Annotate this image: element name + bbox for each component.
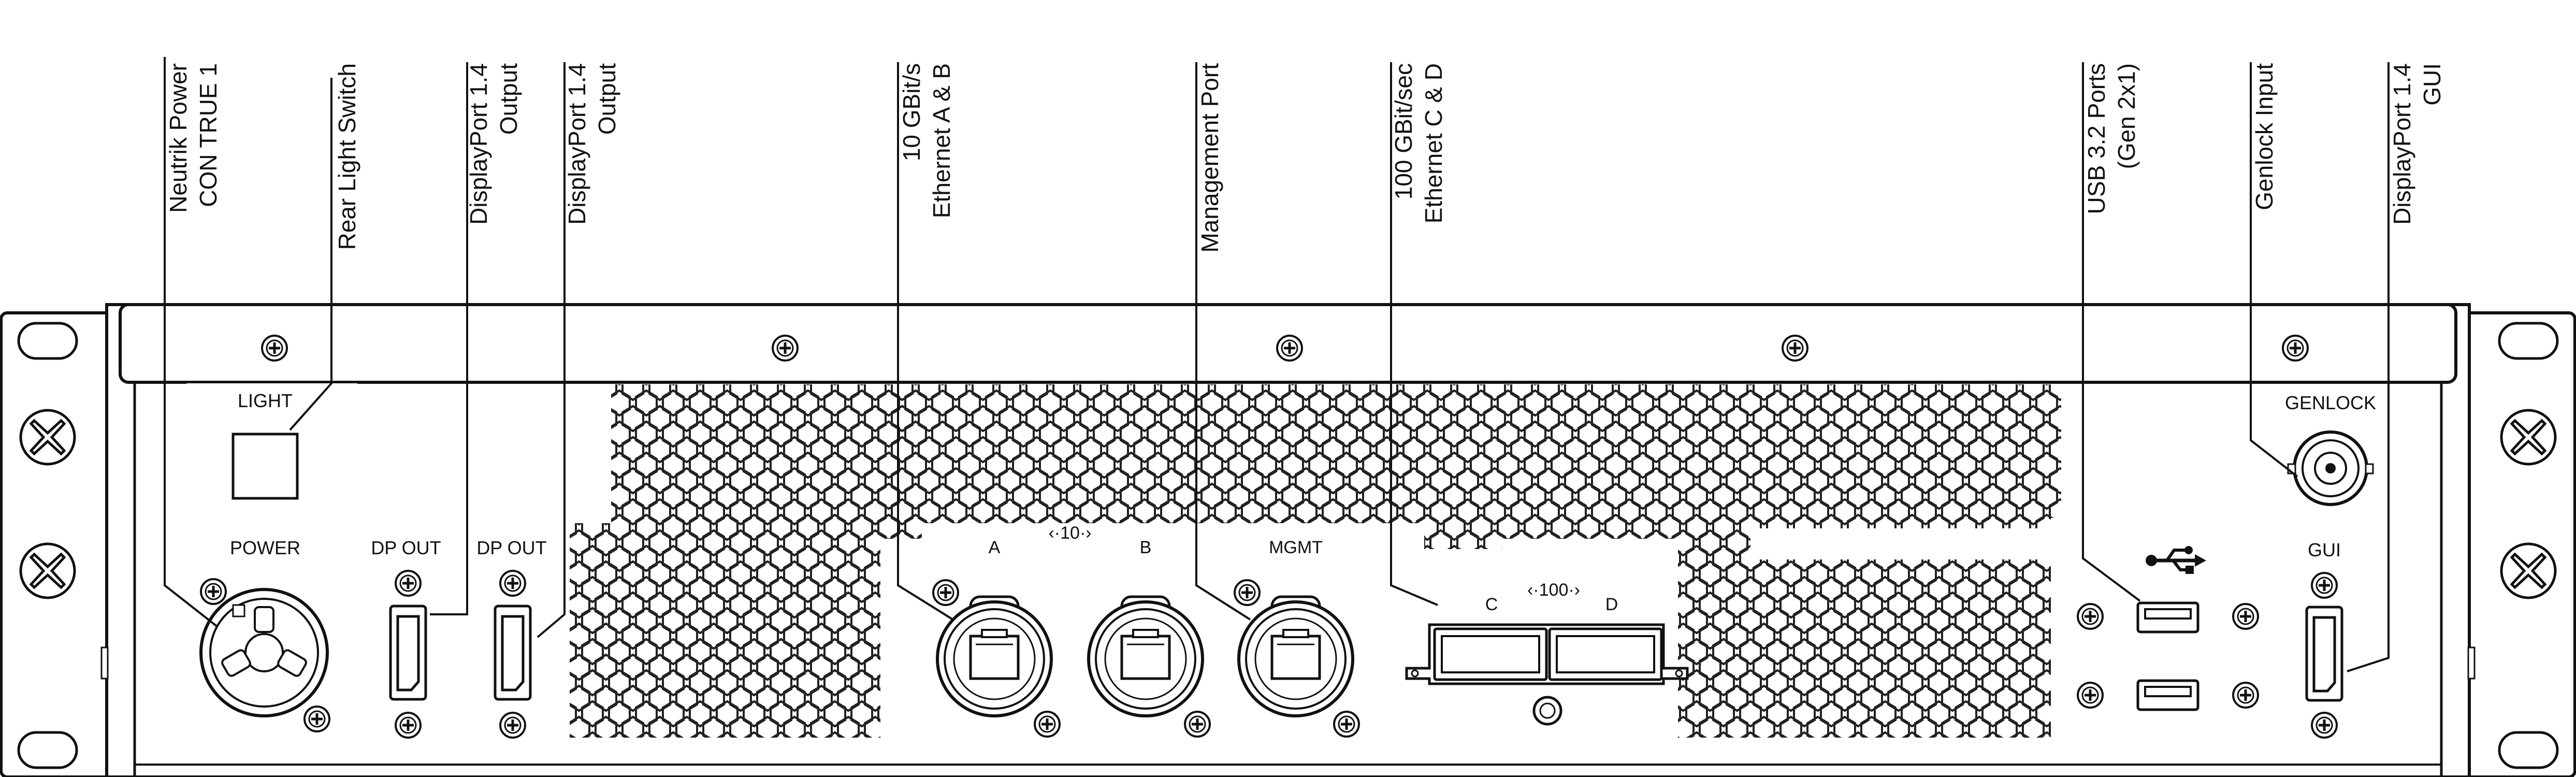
port-b-label: B [1140,538,1152,557]
panel-screw-icon [773,336,798,361]
rack-screw-icon [2501,410,2555,464]
callout-usb-line-2: (Gen 2x1) [2113,63,2140,169]
panel-screw-icon [396,713,421,738]
callout-gui-line-1: DisplayPort 1.4 [2389,63,2415,225]
panel-screw-icon [262,336,287,361]
panel-screw-icon [1235,580,1260,605]
callout-power-line-1: Neutrik Power [165,63,192,213]
mgmt-label: MGMT [1269,538,1323,557]
panel-screw-icon [2312,713,2337,738]
callout-dp2-line-2: Output [594,63,620,135]
status-led [1532,696,1562,726]
panel-screw-icon [1035,712,1060,737]
rear-light-switch[interactable] [231,433,299,500]
dp-out-1-label: DP OUT [371,537,441,558]
callout-usb-line-1: USB 3.2 Ports [2083,63,2110,214]
usb-port-2[interactable] [2138,681,2198,710]
ethernet-d-port[interactable] [1548,627,1663,681]
speed-100-label: ‹·100·› [1527,580,1580,600]
callout-leaders [164,57,2390,672]
genlock-bnc-connector[interactable] [2287,430,2374,506]
callout-gui-line-2: GUI [2419,63,2445,106]
rack-screw-icon [21,410,75,464]
panel-screw-icon [2233,683,2258,708]
panel-screw-icon [201,579,226,604]
panel-screw-icon [2233,604,2258,629]
callout-dp1-line-2: Output [495,63,522,135]
vent-area [368,384,2258,738]
callout-power-line-2: CON TRUE 1 [195,63,222,207]
panel-screw-icon [1783,336,1807,361]
callout-eth10-line-1: 10 GBit/s [898,63,925,161]
dp-out-2-label: DP OUT [476,537,546,558]
port-d-label: D [1605,595,1618,614]
rack-screw-icon [21,544,75,598]
callout-eth100-line-1: 100 GBit/sec [1390,63,1417,199]
panel-screw-icon [500,713,525,738]
dp-out-2-port[interactable] [495,606,530,699]
panel-screw-icon [305,707,329,731]
panel-screw-icon [1185,712,1210,737]
usb-port-1[interactable] [2138,603,2198,632]
light-label: LIGHT [238,390,293,411]
callout-mgmt-line-1: Management Port [1196,63,1223,253]
usb-icon [2146,546,2206,574]
ethernet-c-port[interactable] [1433,627,1548,681]
callout-dp1-line-1: DisplayPort 1.4 [465,63,492,225]
panel-screw-icon [1277,336,1302,361]
panel-screw-icon [2312,573,2337,598]
callout-eth100-line-2: Ethernet C & D [1420,63,1447,223]
callout-dp2-line-1: DisplayPort 1.4 [563,63,590,225]
panel-screw-icon [500,571,525,596]
panel-screw-icon [2283,336,2308,361]
speed-10-label: ‹·10·› [1048,523,1091,543]
gui-label: GUI [2308,539,2341,560]
panel-screw-icon [933,580,958,605]
callout-eth10-line-2: Ethernet A & B [928,63,955,218]
port-c-label: C [1485,595,1498,614]
panel-screw-icon [2078,683,2103,708]
rack-screw-icon [2501,544,2555,598]
panel-screw-icon [396,571,421,596]
gui-dp-port[interactable] [2307,607,2342,700]
port-a-label: A [989,538,1001,557]
panel-screw-icon [2078,604,2103,629]
panel-screw-icon [1334,712,1359,737]
dp-out-1-port[interactable] [390,606,426,699]
power-label: POWER [230,537,300,558]
callout-light-line-1: Rear Light Switch [334,63,360,250]
callout-labels: Neutrik Power CON TRUE 1 Rear Light Swit… [165,63,2445,253]
callout-genlock-line-1: Genlock Input [2251,63,2278,210]
genlock-label: GENLOCK [2285,392,2376,413]
power-connector[interactable] [199,588,329,717]
